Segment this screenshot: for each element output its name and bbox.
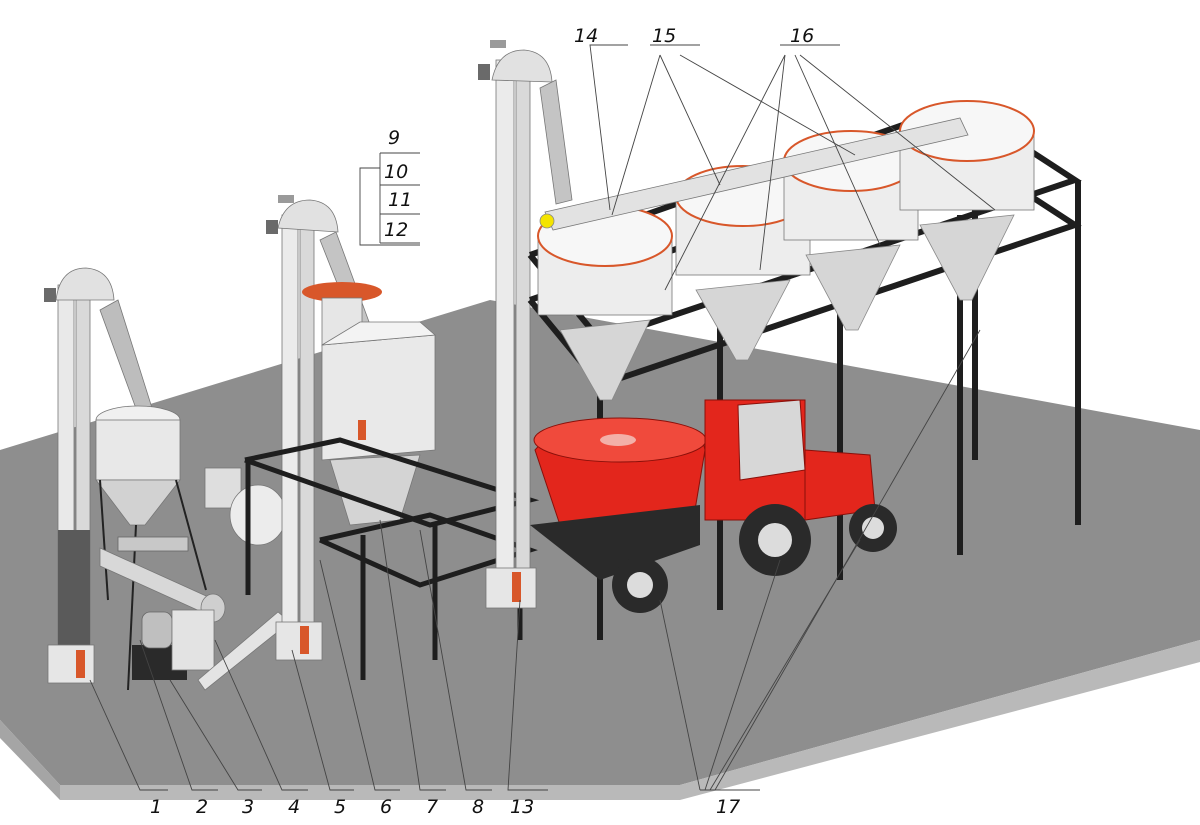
callout-8: 8: [472, 796, 484, 818]
callout-13: 13: [510, 796, 534, 818]
callout-12: 12: [384, 219, 408, 241]
callout-17: 17: [716, 796, 740, 818]
callout-5: 5: [334, 796, 346, 818]
bucket-elevator-left: [44, 267, 153, 684]
callout-14: 14: [574, 25, 598, 47]
callout-6: 6: [380, 796, 392, 818]
stack-label-frames: [379, 152, 420, 244]
callout-labels: 1 2 3 4 5 6 7 8 13 9 10 11 12 14 15 16 1…: [150, 25, 814, 818]
callout-4: 4: [288, 796, 300, 818]
callout-1: 1: [150, 796, 162, 818]
callout-10: 10: [384, 161, 408, 183]
leader-lines: [89, 44, 996, 791]
callout-11: 11: [388, 189, 412, 211]
top-screw-conveyor: [539, 117, 969, 231]
callout-3: 3: [242, 796, 254, 818]
hopper-bin: [95, 405, 207, 691]
tractor-mixer-wagon: [530, 399, 897, 613]
callout-16: 16: [790, 25, 814, 47]
storage-bin: [537, 205, 673, 401]
callout-9: 9: [388, 127, 400, 149]
callout-15: 15: [652, 25, 676, 47]
fan-cyclone: [204, 467, 287, 546]
callout-7: 7: [426, 796, 438, 818]
callout-2: 2: [196, 796, 208, 818]
storage-bin: [899, 100, 1035, 301]
crusher-assembly: [99, 536, 291, 691]
pellet-cooler: [302, 282, 436, 526]
bucket-elevator-tall: [478, 40, 573, 609]
